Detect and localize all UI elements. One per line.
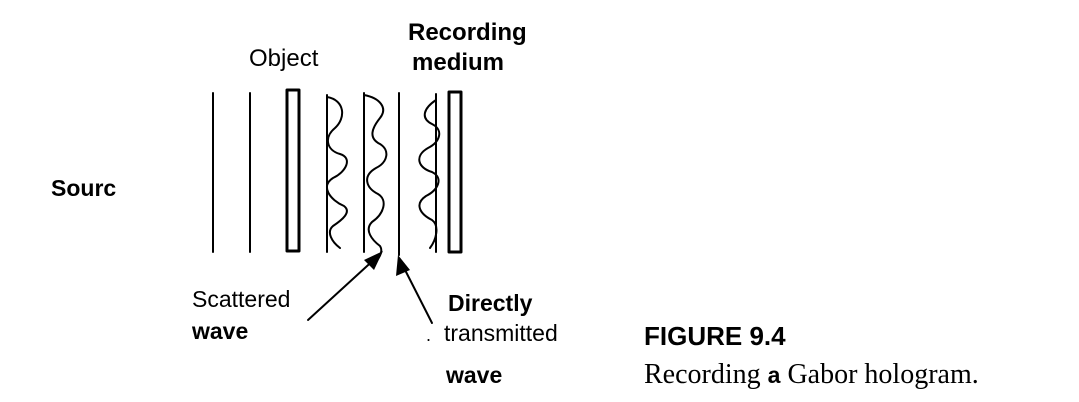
scattered-wave-label-line2: wave [192, 318, 249, 344]
figure-number: FIGURE 9.4 [644, 321, 786, 351]
direct-arrow-head [396, 255, 410, 276]
scattered-wave-label-line1: Scattered [192, 286, 291, 312]
scattered-wave-2 [363, 94, 388, 265]
scattered-wave-3 [418, 99, 441, 249]
caption-part2: Gabor hologram. [780, 359, 979, 390]
scattered-arrow-head [364, 251, 383, 270]
stray-mark: . [426, 325, 432, 345]
figure-caption: Recording a Gabor hologram. [644, 361, 979, 389]
caption-article: a [767, 362, 781, 388]
recording-medium-label-line2: medium [412, 49, 505, 76]
recording-medium-plate [447, 90, 463, 254]
direct-wave-label-line1: Directly [448, 290, 533, 316]
scattered-wave-1 [326, 96, 348, 249]
caption-part1: Recording [644, 359, 768, 390]
object-plate [285, 88, 301, 253]
source-label: Sourc [51, 175, 117, 201]
direct-arrow-shaft [400, 261, 433, 324]
scattered-arrow-shaft [307, 255, 379, 321]
direct-wave-label-line2: transmitted [444, 320, 558, 346]
object-label: Object [249, 45, 319, 72]
direct-wave-label-line3: wave [446, 362, 503, 388]
recording-medium-label-line1: Recording [408, 19, 527, 46]
